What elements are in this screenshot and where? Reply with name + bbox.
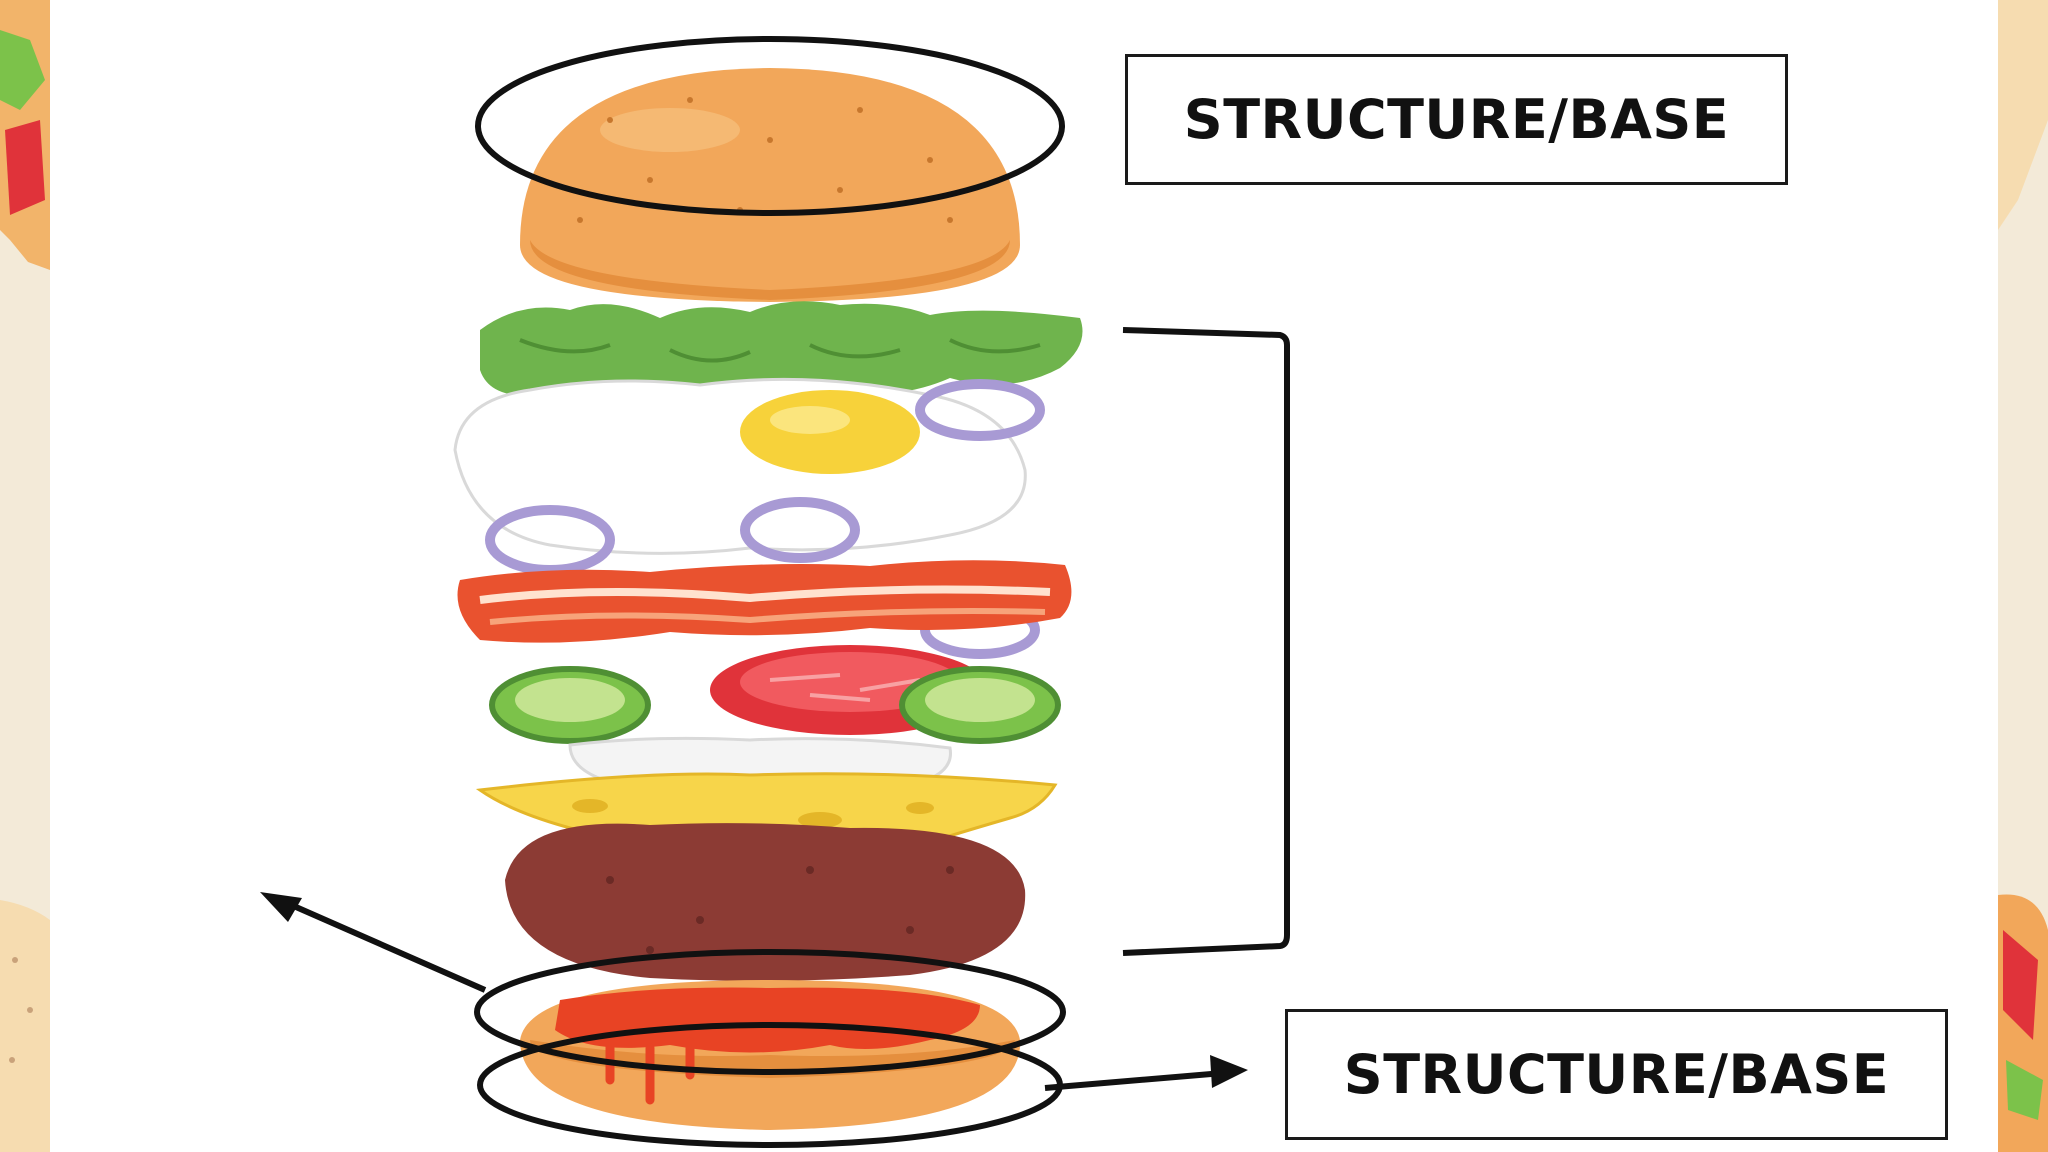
sauce-highlight-circle [474,949,1066,1075]
sandwich-decoration-right [1998,0,2048,1152]
cucumber-slices [489,666,1061,744]
onion-rings [485,379,1045,659]
arrow-right [1044,1055,1248,1091]
arrow-left [260,892,487,993]
top-bun [520,68,1020,302]
bacon [457,560,1072,643]
slide-canvas: STRUCTURE/BASE STRUCTURE/BASE [50,0,1998,1152]
fried-egg [453,377,1027,555]
burger-patty [505,823,1026,981]
sandwich-decoration-left [0,0,50,1152]
label-structure-base-bottom: STRUCTURE/BASE [1285,1009,1948,1140]
bottom-bun [520,980,1021,1130]
filling-bracket [1122,327,1290,956]
burger-diagram [260,36,1290,1148]
top-bun-highlight-circle [475,36,1065,216]
label-structure-base-top: STRUCTURE/BASE [1125,54,1788,185]
